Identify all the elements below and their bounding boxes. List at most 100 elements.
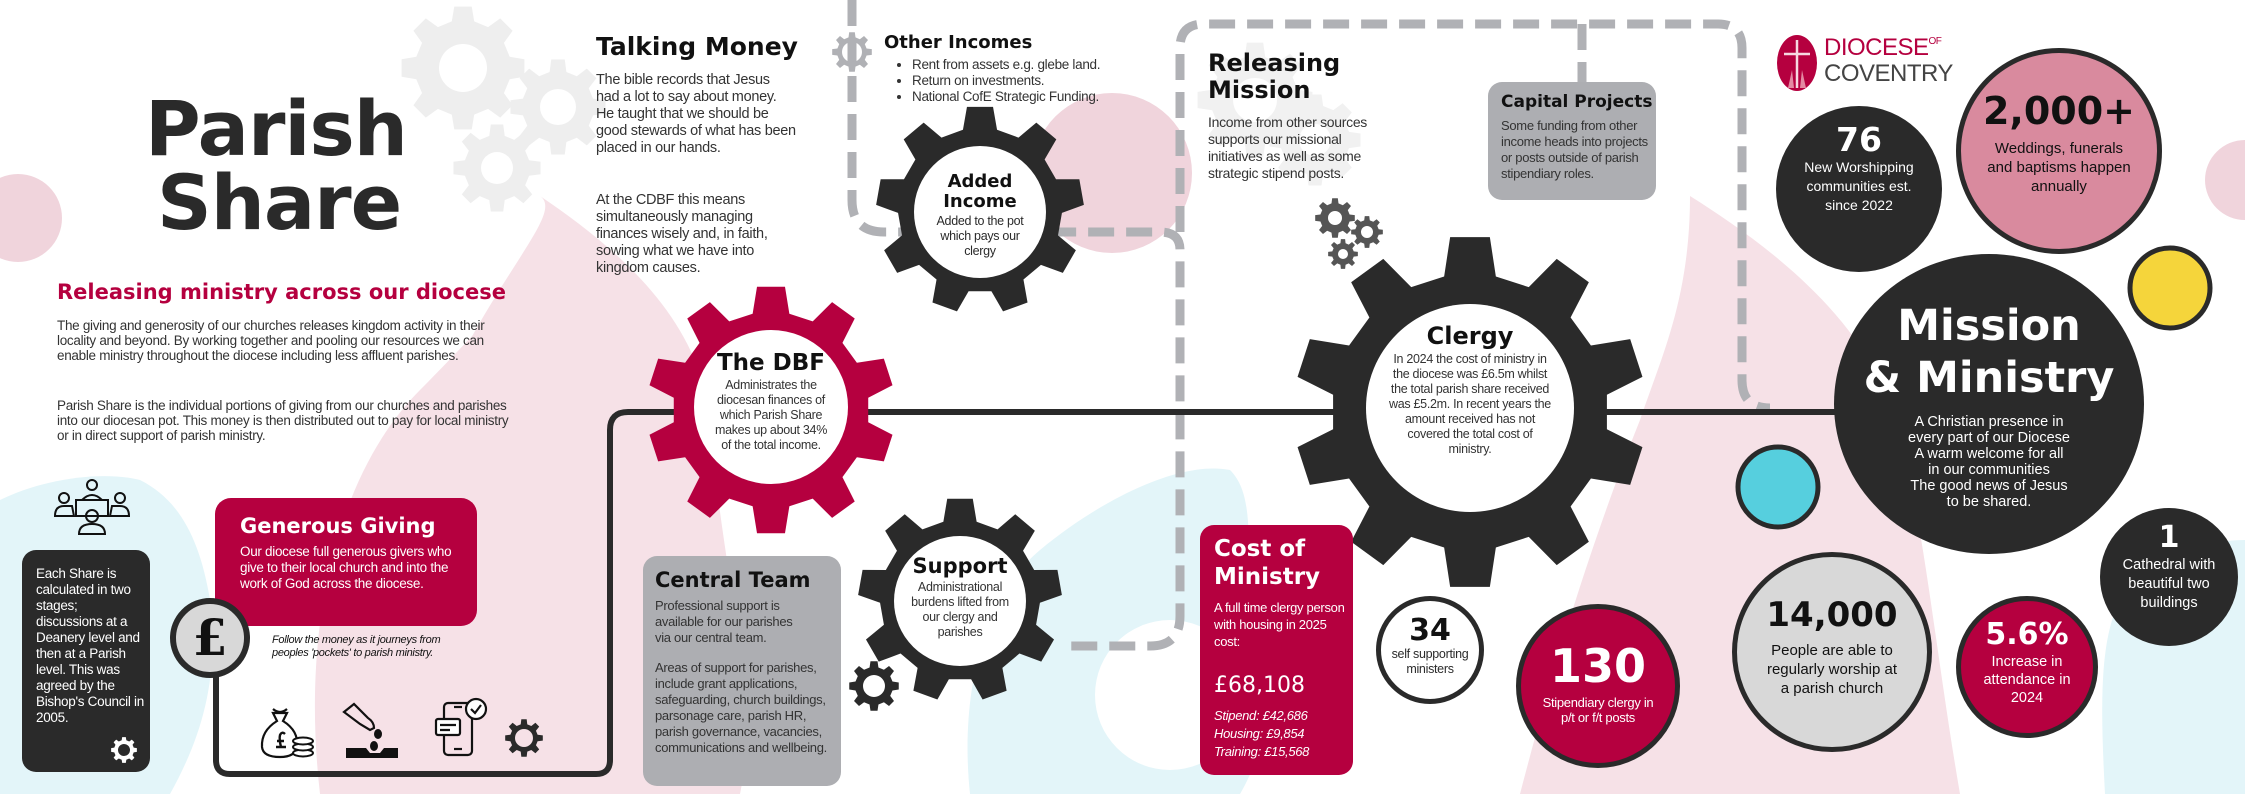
mission-ministry-lines: A Christian presence in every part of ou… bbox=[1834, 414, 2144, 510]
mission-line: The good news of Jesus bbox=[1910, 478, 2068, 494]
diocese-logo: DIOCESEOF COVENTRY bbox=[1776, 34, 1956, 92]
mobile-payment-icon bbox=[434, 697, 488, 757]
capital-projects-card: Capital Projects Some funding from other… bbox=[1488, 82, 1656, 200]
cost-breakdown-item: Training: £15,568 bbox=[1214, 744, 1310, 759]
talking-money-p2: At the CDBF this means simultaneously ma… bbox=[596, 192, 768, 276]
gear-shape bbox=[505, 719, 543, 757]
logo-of: OF bbox=[1928, 36, 1942, 47]
logo-line1: DIOCESEOF bbox=[1824, 34, 1942, 61]
stat-label: Increase in attendance in 2024 bbox=[1983, 654, 2071, 706]
generous-giving-title: Generous Giving bbox=[240, 514, 436, 538]
title-line1: Parish bbox=[145, 84, 408, 173]
stat-occasional-offices: 2,000+ Weddings, funerals and baptisms h… bbox=[1956, 48, 2162, 254]
added-income-text: Added to the pot which pays our clergy bbox=[936, 214, 1024, 258]
generous-giving-card: Generous Giving Our diocese full generou… bbox=[215, 498, 477, 626]
generous-giving-text: Our diocese full generous givers who giv… bbox=[240, 544, 452, 591]
stat-value: 130 bbox=[1549, 639, 1647, 693]
capital-projects-text: Some funding from other income heads int… bbox=[1501, 118, 1648, 181]
clergy-title: Clergy bbox=[1426, 322, 1514, 350]
pink-dot-right bbox=[2205, 140, 2245, 220]
gear-shape bbox=[111, 737, 137, 763]
gear-cluster-mission bbox=[1315, 198, 1383, 269]
stat-value: 34 bbox=[1409, 613, 1451, 648]
cyan-dot bbox=[1735, 444, 1821, 530]
stat-label: People are able to regularly worship at … bbox=[1766, 642, 1898, 697]
mission-ministry-title-line1: Mission bbox=[1897, 301, 2081, 351]
mission-ministry-circle: Mission & Ministry A Christian presence … bbox=[1834, 254, 2144, 554]
support-circle: Support Administrational burdens lifted … bbox=[894, 536, 1026, 666]
intro-paragraph-1: The giving and generosity of our churche… bbox=[57, 318, 485, 363]
intro-paragraph-2: Parish Share is the individual portions … bbox=[57, 398, 509, 443]
stat-label: Cathedral with beautiful two buildings bbox=[2122, 557, 2216, 611]
stat-new-communities: 76 New Worshipping communities est. sinc… bbox=[1776, 106, 1942, 272]
cost-of-ministry-title-line1: Cost of bbox=[1214, 536, 1306, 562]
gear-shape bbox=[849, 661, 899, 711]
clergy-circle: Clergy In 2024 the cost of ministry in t… bbox=[1366, 304, 1574, 512]
central-team-card: Central Team Professional support is ava… bbox=[643, 556, 841, 786]
releasing-mission-text: Income from other sources supports our m… bbox=[1208, 114, 1368, 181]
pound-coin-icon: £ bbox=[170, 598, 250, 678]
gear-shape bbox=[1328, 239, 1358, 269]
other-income-item: National CofE Strategic Funding. bbox=[912, 89, 1100, 105]
stat-self-supporting: 34 self supporting ministers bbox=[1376, 596, 1484, 704]
stat-value: 14,000 bbox=[1766, 595, 1898, 635]
releasing-mission-title-line2: Mission bbox=[1208, 76, 1311, 104]
stat-cathedral: 1 Cathedral with beautiful two buildings bbox=[2100, 508, 2238, 646]
other-income-item: Rent from assets e.g. glebe land. bbox=[912, 57, 1101, 73]
mission-line: every part of our Diocese bbox=[1908, 430, 2070, 446]
added-income-circle: Added Income Added to the pot which pays… bbox=[914, 146, 1046, 278]
hand-giving-coin-icon bbox=[342, 702, 398, 758]
capital-projects-title: Capital Projects bbox=[1501, 92, 1653, 112]
cost-of-ministry-title-line2: Ministry bbox=[1214, 564, 1321, 590]
stat-stipendiary: 130 Stipendiary clergy in p/t or f/t pos… bbox=[1516, 604, 1680, 768]
stat-value: 76 bbox=[1836, 120, 1882, 159]
support-text: Administrational burdens lifted from our… bbox=[911, 580, 1009, 639]
cross-logo-icon bbox=[1777, 35, 1817, 91]
small-gear-central bbox=[849, 661, 899, 711]
support-title: Support bbox=[912, 554, 1008, 578]
dashed-connectors bbox=[847, 0, 1771, 651]
dashed-other-incomes bbox=[847, 0, 1185, 651]
central-team-p1: Professional support is available for ou… bbox=[655, 598, 793, 645]
gear-shape bbox=[1315, 198, 1355, 238]
central-team-p2: Areas of support for parishes, include g… bbox=[655, 660, 827, 755]
stat-label: self supporting ministers bbox=[1391, 647, 1469, 676]
stat-worshippers: 14,000 People are able to regularly wors… bbox=[1732, 552, 1932, 752]
other-incomes-list: Rent from assets e.g. glebe land. Return… bbox=[890, 57, 1101, 105]
clergy-text: In 2024 the cost of ministry in the dioc… bbox=[1389, 352, 1551, 456]
dbf-circle: The DBF Administrates the diocesan finan… bbox=[694, 330, 848, 484]
stat-value: 1 bbox=[2158, 520, 2180, 555]
cost-of-ministry-total: £68,108 bbox=[1214, 673, 1305, 698]
mission-ministry-title: Mission & Ministry bbox=[1834, 300, 2144, 404]
added-income-title-line2: Income bbox=[943, 191, 1017, 212]
dbf-text: Administrates the diocesan finances of w… bbox=[714, 378, 828, 452]
gear-icon bbox=[505, 719, 543, 757]
central-team-title: Central Team bbox=[655, 568, 811, 592]
cost-breakdown-item: Stipend: £42,686 bbox=[1214, 708, 1308, 723]
follow-money-note: Follow the money as it journeys from peo… bbox=[272, 634, 441, 659]
pound-symbol: £ bbox=[192, 608, 228, 667]
stat-label: Stipendiary clergy in p/t or f/t posts bbox=[1542, 695, 1654, 725]
decorative-gear-shape bbox=[510, 59, 606, 155]
each-share-text: Each Share is calculated in two stages; … bbox=[36, 566, 144, 725]
subtitle: Releasing ministry across our diocese bbox=[57, 280, 506, 304]
stat-value: 2,000+ bbox=[1982, 89, 2136, 133]
decorative-gear-shape bbox=[401, 6, 525, 130]
money-bag-icon bbox=[260, 708, 314, 759]
releasing-mission-title-line1: Releasing bbox=[1208, 49, 1341, 77]
talking-money-title: Talking Money bbox=[596, 32, 798, 61]
mission-line: A Christian presence in bbox=[1914, 414, 2064, 430]
added-income-title-line1: Added bbox=[947, 171, 1013, 192]
releasing-mission-title: Releasing Mission bbox=[1208, 50, 1340, 104]
cost-of-ministry-card: Cost of Ministry A full time clergy pers… bbox=[1200, 525, 1353, 775]
stat-label: Weddings, funerals and baptisms happen a… bbox=[1987, 140, 2131, 195]
logo-diocese: DIOCESE bbox=[1824, 34, 1929, 61]
cost-breakdown-item: Housing: £9,854 bbox=[1214, 726, 1305, 741]
money-flow-line bbox=[213, 409, 2060, 777]
small-cog-other-incomes bbox=[832, 32, 872, 72]
cost-breakdown: Stipend: £42,686 Housing: £9,854 Trainin… bbox=[1214, 707, 1309, 761]
dashed-releasing-mission bbox=[1175, 19, 1771, 413]
gear-shape bbox=[832, 32, 872, 72]
other-incomes-title: Other Incomes bbox=[884, 32, 1033, 53]
logo-line2: COVENTRY bbox=[1824, 60, 1953, 87]
